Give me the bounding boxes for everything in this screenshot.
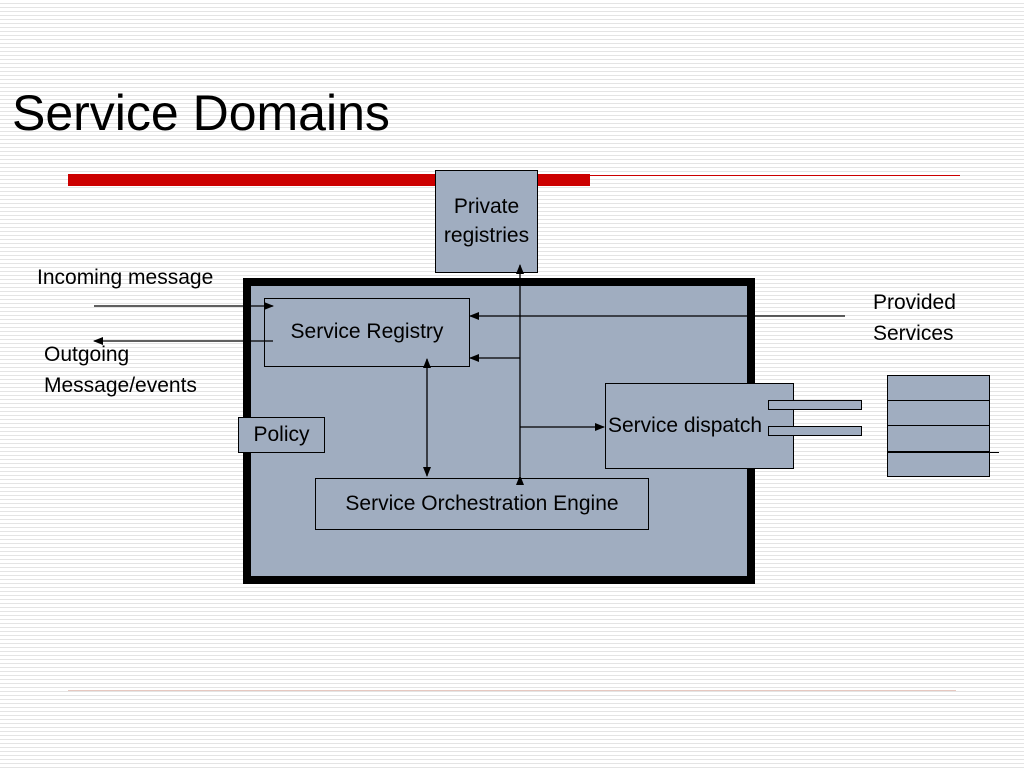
dispatch-connector-bottom <box>768 426 862 436</box>
node-policy-label: Policy <box>253 422 310 446</box>
provided-services-row <box>887 451 990 477</box>
provided-services-label-line2: Services <box>873 322 954 345</box>
footer-rule <box>68 690 956 691</box>
node-private-registries: Private registries <box>435 170 538 273</box>
provided-services-label-line1: Provided <box>873 291 956 314</box>
node-service-registry-label: Service Registry <box>290 320 444 344</box>
outgoing-label-line2: Message/events <box>44 374 197 397</box>
provided-services-row-line <box>887 452 999 453</box>
incoming-message-label: Incoming message <box>37 266 214 289</box>
provided-services-table <box>887 375 990 477</box>
node-service-orchestration-engine: Service Orchestration Engine <box>315 478 649 530</box>
node-policy: Policy <box>238 417 325 453</box>
node-service-dispatch: Service dispatch <box>605 383 794 469</box>
slide-title: Service Domains <box>12 85 390 141</box>
outgoing-label-line1: Outgoing <box>44 343 130 366</box>
node-service-dispatch-label: Service dispatch <box>608 413 763 437</box>
node-service-registry: Service Registry <box>264 298 470 367</box>
provided-services-row <box>887 375 990 401</box>
title-accent-line <box>590 175 960 176</box>
node-service-orchestration-engine-label: Service Orchestration Engine <box>345 491 619 515</box>
node-private-registries-label: Private registries <box>443 195 530 247</box>
dispatch-connector-top <box>768 400 862 410</box>
